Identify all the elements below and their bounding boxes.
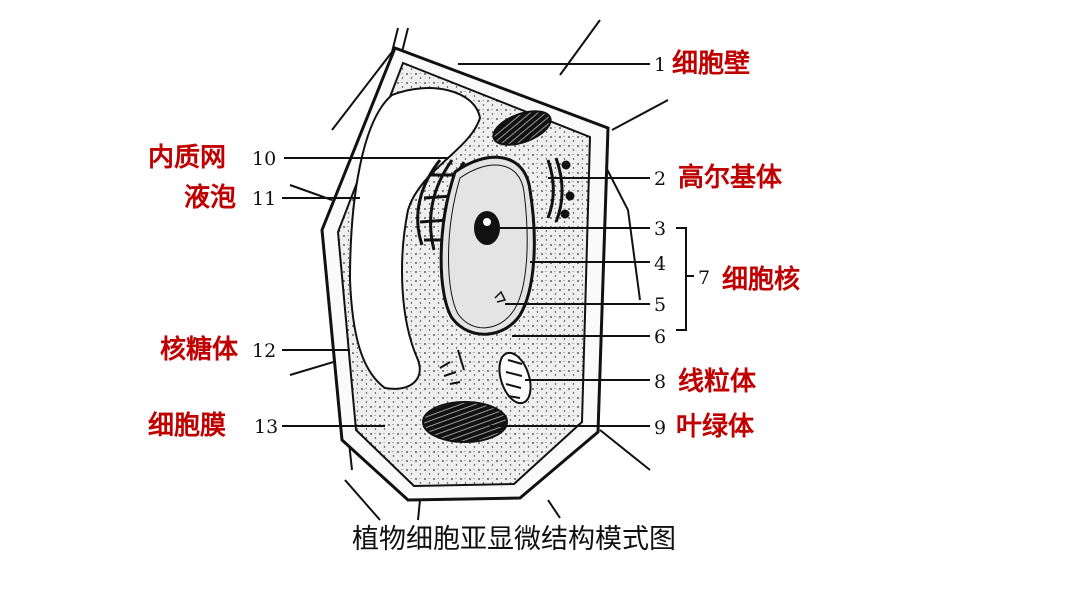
chloroplast-bottom <box>422 401 508 443</box>
label-er: 内质网 <box>148 143 226 173</box>
label-number-5: 5 <box>654 294 666 316</box>
label-ribosome: 核糖体 <box>160 334 239 365</box>
nucleolus <box>474 211 500 245</box>
label-number-10: 10 <box>252 148 276 170</box>
label-number-7: 7 <box>698 267 710 289</box>
label-number-2: 2 <box>654 168 666 190</box>
label-number-9: 9 <box>654 417 666 439</box>
vacuole <box>348 87 482 390</box>
chromatin <box>494 290 507 303</box>
label-cell-wall: 细胞壁 <box>672 48 750 79</box>
label-number-12: 12 <box>252 340 276 362</box>
label-golgi: 高尔基体 <box>678 162 783 193</box>
vesicle-cluster <box>439 349 465 385</box>
nucleolus-core <box>483 218 491 226</box>
nucleus <box>439 155 536 336</box>
golgi-apparatus <box>546 157 575 223</box>
leader-lines <box>282 63 694 427</box>
mitochondrion-cristae <box>505 359 523 399</box>
label-number-13: 13 <box>254 416 278 438</box>
label-number-8: 8 <box>654 371 666 393</box>
chloroplast-top <box>492 110 552 146</box>
label-vacuole: 液泡 <box>184 183 236 213</box>
label-number-3: 3 <box>654 218 666 240</box>
label-number-4: 4 <box>654 253 666 275</box>
label-number-1: 1 <box>654 54 666 76</box>
nuclear-envelope-inner <box>448 164 528 329</box>
label-nucleus: 细胞核 <box>722 264 800 295</box>
label-cell-membrane: 细胞膜 <box>148 410 226 441</box>
label-mitochondrion: 线粒体 <box>678 366 757 397</box>
label-number-11: 11 <box>252 188 276 210</box>
label-chloroplast: 叶绿体 <box>676 412 755 442</box>
label-number-6: 6 <box>654 326 666 348</box>
mitochondrion <box>498 351 532 405</box>
diagram-caption: 植物细胞亚显微结构模式图 <box>352 524 676 555</box>
